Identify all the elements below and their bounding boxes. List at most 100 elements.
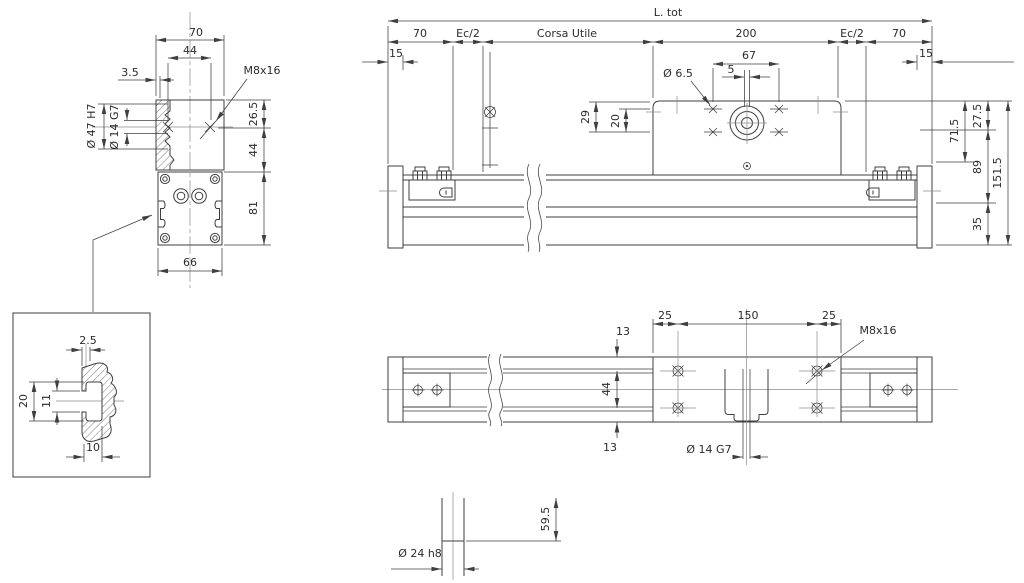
extension-lines-10: [83, 426, 103, 462]
thread-leader-plan-tail: [805, 369, 823, 385]
dim-label-13t: 13: [616, 325, 630, 338]
extension-lines-right-stack: [218, 99, 271, 246]
bore-hole-mark: [162, 121, 174, 133]
extension-lines-11: [52, 390, 80, 413]
end-section-view: 70 44 3.5 M8x16 Ø 47 H7 Ø 14 G7: [85, 12, 281, 312]
dim-label-70l: 70: [413, 27, 427, 40]
dim-label-10: 10: [86, 441, 100, 454]
shaft-bore-lines: [742, 369, 751, 459]
extension-lines-44: [167, 63, 212, 120]
left-block-holes: [411, 383, 444, 397]
thread-callout-label: M8x16: [244, 64, 281, 77]
detail-box-border: [12, 312, 151, 478]
center-screw: [743, 162, 751, 170]
bore-callout-plan: Ø 14 G7: [686, 443, 731, 456]
carriage-plate-plan: [652, 356, 842, 423]
dim-label-ecl: Ec/2: [456, 27, 480, 40]
extension-lines-20d: [29, 381, 84, 422]
dim-label-89: 89: [971, 160, 984, 174]
plan-hole-centerlines: [660, 331, 835, 417]
plan-break-line-right: [499, 353, 503, 427]
dim-label-15r: 15: [919, 47, 933, 60]
end-cap-block: [157, 171, 223, 246]
extension-lines-bore47: [98, 103, 168, 150]
carriage-plate: [652, 100, 842, 175]
dim-label-27-5: 27.5: [971, 104, 984, 129]
right-end-cap: [916, 165, 933, 249]
dim-label-ecr: Ec/2: [840, 27, 864, 40]
dim-label-5: 5: [728, 63, 735, 76]
dim-label-151-5: 151.5: [991, 157, 1004, 189]
dim-label-70r: 70: [892, 27, 906, 40]
left-clamp-block: [408, 166, 456, 201]
dim-label-spacing-44: 44: [183, 44, 197, 57]
rail-plan-inner-lines: [403, 368, 917, 412]
dim-label-13b: 13: [603, 441, 617, 454]
thread-leader-plan: [821, 339, 865, 371]
dim-label-25l: 25: [658, 309, 672, 322]
left-block-plan: [402, 372, 451, 408]
thread-leader-tail: [199, 120, 217, 140]
extension-lines-right-dims: [845, 100, 1012, 246]
dim-label-35: 35: [971, 217, 984, 231]
dim-label-15l: 15: [389, 47, 403, 60]
drive-shaft-lines: [744, 70, 750, 107]
dim-label-wall: 3.5: [121, 66, 139, 79]
extension-lines-70: [155, 35, 225, 96]
dim-label-66: 66: [183, 256, 197, 269]
hole-callout-65: Ø 6.5: [663, 67, 693, 80]
dim-label-29: 29: [579, 110, 592, 124]
dim-label-24h8: Ø 24 h8: [398, 547, 442, 560]
shaft-detail-view: 59.5 Ø 24 h8: [391, 492, 561, 580]
left-t-slot: [158, 200, 166, 228]
right-block-holes: [881, 383, 914, 397]
dim-label-44p: 44: [600, 382, 613, 396]
dim-label-59-5: 59.5: [539, 507, 552, 532]
dim-label-20d: 20: [17, 394, 30, 408]
dim-label-81: 81: [247, 201, 260, 215]
dim-label-20: 20: [609, 114, 622, 128]
thread-callout-plan: M8x16: [860, 324, 897, 337]
extension-lines-67: [712, 68, 780, 102]
slot-detail-view: 2.5 20 11 10: [12, 312, 151, 478]
t-slot-profile: [81, 362, 117, 442]
dim-label-26-5: 26.5: [247, 102, 260, 127]
left-end-cap: [387, 165, 404, 249]
center-counterbores: [173, 188, 207, 204]
dim-label-67: 67: [742, 49, 756, 62]
carriage-edge-ticks: [646, 96, 848, 114]
sensor-hole-mark: [482, 52, 498, 168]
dim-label-bore14: Ø 14 G7: [108, 104, 121, 149]
dim-label-ltot: L. tot: [654, 6, 683, 19]
plan-break-line-left: [488, 353, 492, 427]
dim-label-bore47: Ø 47 H7: [85, 104, 98, 149]
extension-lines-bore14: [124, 120, 168, 134]
clamp-pin: [866, 187, 880, 198]
dim-label-44v: 44: [247, 143, 260, 157]
section-hatched-wall: [155, 99, 175, 171]
hole-callout-leader: [690, 80, 711, 106]
pulley-centerlines: [727, 103, 767, 144]
dim-label-200: 200: [736, 27, 757, 40]
right-clamp-block: [866, 166, 916, 201]
shaft-outline: [441, 498, 465, 576]
break-line-right: [537, 163, 543, 253]
dim-label-150: 150: [738, 309, 759, 322]
right-t-slot: [214, 200, 222, 228]
corner-screw-holes: [159, 173, 221, 244]
dim-label-corsa: Corsa Utile: [537, 27, 597, 40]
extension-lines-2-5: [81, 347, 91, 366]
plan-view: 25 150 25 13 44 13 M8x16 Ø 14 G7: [382, 309, 958, 465]
right-block-plan: [869, 372, 918, 408]
dim-label-71-5: 71.5: [948, 119, 961, 144]
extension-lines-top: [387, 26, 933, 172]
rail-body-lines: [403, 174, 917, 246]
detail-leader: [92, 214, 153, 312]
dim-label-width-70: 70: [189, 26, 203, 39]
dim-label-25r: 25: [822, 309, 836, 322]
dim-label-2-5: 2.5: [79, 334, 97, 347]
carriage-hole-marks: [704, 104, 788, 137]
break-line-left: [526, 163, 532, 253]
